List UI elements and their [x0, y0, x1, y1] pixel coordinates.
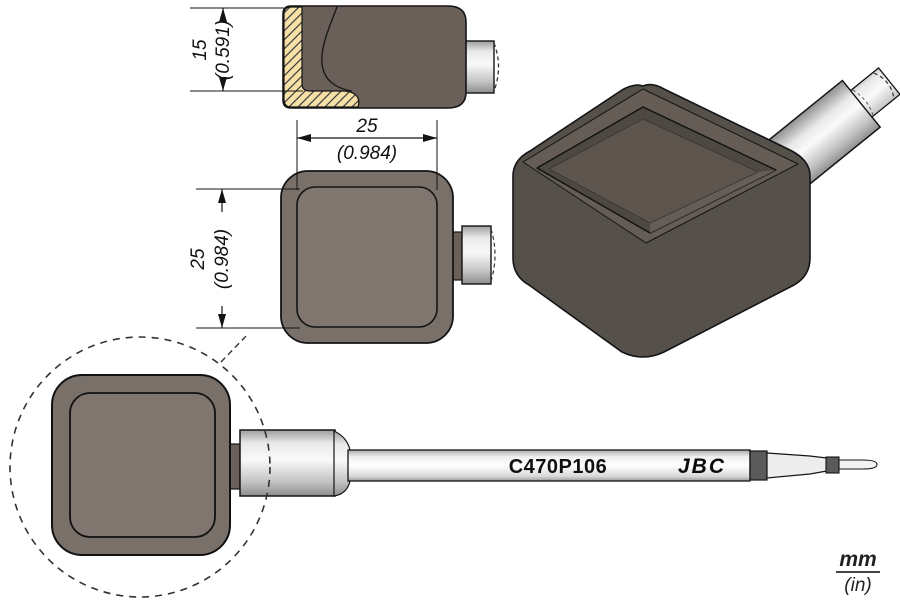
section-hatch-area [283, 6, 360, 108]
height-mm-label: 25 [188, 248, 209, 271]
section-stub-cylinder [461, 40, 500, 94]
detail-leader-line [220, 333, 249, 363]
cavity-depth-in-label: (0.591) [213, 20, 234, 80]
cartridge-rod-tip [838, 459, 878, 470]
cavity-depth-mm-label: 15 [190, 39, 211, 61]
section-body [282, 5, 467, 109]
units-legend: mm (in) [836, 548, 880, 596]
cartridge-view: C470P106 JBC [9, 333, 878, 598]
cartridge-band-2 [825, 456, 840, 474]
front-view [280, 170, 496, 344]
section-view [282, 5, 500, 109]
dimension-width: 25 (0.984) [296, 116, 438, 190]
height-in-label: (0.984) [212, 229, 233, 289]
perspective-cavity-floor [548, 118, 759, 224]
units-in-label: (in) [844, 575, 871, 596]
section-cavity-curve [321, 6, 353, 92]
perspective-cavity-wall [650, 170, 776, 233]
section-stub-hidden-edge [493, 42, 500, 92]
dimension-cavity-depth: 15 (0.591) [190, 7, 303, 92]
perspective-view [512, 67, 900, 358]
detail-circle [9, 336, 271, 598]
cartridge-mount-cylinder [239, 429, 336, 497]
units-mm-label: mm [839, 548, 876, 571]
cartridge-band-1 [749, 450, 768, 481]
cartridge-taper-section [766, 452, 828, 479]
detail-view [51, 374, 231, 556]
perspective-shaft-hidden-edge [873, 72, 895, 99]
part-number-label: C470P106 [509, 456, 608, 478]
front-stub-cylinder [461, 225, 496, 285]
width-mm-label: 25 [355, 116, 378, 137]
dimension-height: 25 (0.984) [188, 188, 300, 329]
width-in-label: (0.984) [337, 143, 397, 164]
brand-logo: JBC [678, 455, 726, 478]
front-inner-square [296, 186, 438, 328]
detail-inner-square [69, 392, 216, 538]
